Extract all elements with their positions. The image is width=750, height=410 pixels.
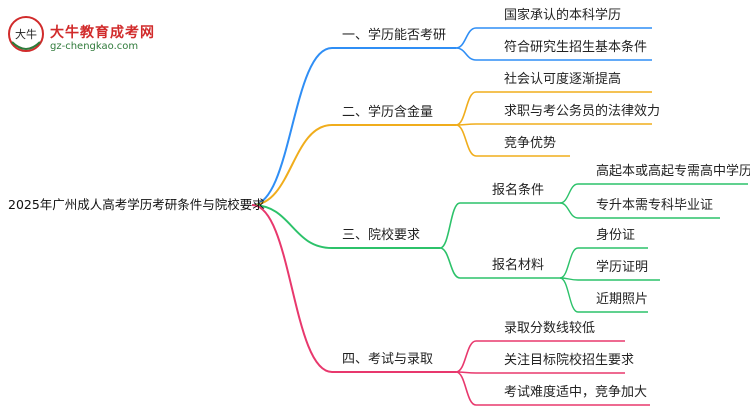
leaf-node-1-1: 国家承认的本科学历 [504, 8, 622, 23]
brand-url: gz-chengkao.com [50, 41, 139, 52]
logo-text: 大牛 [15, 27, 37, 41]
leaf-connector-3-1-1 [559, 183, 579, 204]
leaf-node-2-3: 竞争优势 [504, 136, 557, 151]
leaf-node-2-2: 求职与考公务员的法律效力 [504, 104, 661, 119]
leaf-node-4-1: 录取分数线较低 [504, 321, 596, 336]
leaf-node-3-1-2: 专升本需专科毕业证 [596, 198, 714, 213]
leaf-connector-4-3 [455, 371, 477, 406]
leaf-connector-1-2 [455, 47, 477, 61]
branch-connector-1 [251, 47, 333, 206]
sub-connector-1 [439, 202, 461, 249]
branch-node-3: 三、院校要求 [342, 228, 421, 243]
leaf-node-3-2-3: 近期照片 [596, 292, 649, 307]
leaf-node-2-1: 社会认可度逐渐提高 [504, 72, 622, 87]
logo-mark-icon: 大牛 [8, 16, 44, 52]
leaf-node-4-2: 关注目标院校招生要求 [504, 353, 635, 368]
leaf-node-4-3: 考试难度适中，竞争加大 [504, 385, 648, 400]
sub-connector-2 [439, 247, 461, 279]
leaf-connector-3-1-2 [559, 202, 579, 219]
leaf-node-3-2-1: 身份证 [596, 228, 636, 243]
leaf-node-3-1-1: 高起本或高起专需高中学历 [596, 164, 750, 179]
branch-connector-4 [251, 204, 333, 373]
leaf-connector-3-2-1 [559, 247, 579, 279]
branch-node-4: 四、考试与录取 [342, 352, 434, 367]
leaf-connector-2-1 [455, 91, 477, 126]
leaf-connector-1-1 [455, 27, 477, 49]
branch-node-1: 一、学历能否考研 [342, 28, 447, 43]
leaf-node-1-2: 符合研究生招生基本条件 [504, 40, 648, 55]
sub-node-2: 报名材料 [492, 258, 545, 273]
leaf-connector-4-1 [455, 340, 477, 373]
leaf-node-3-2-2: 学历证明 [596, 260, 649, 275]
branch-node-2: 二、学历含金量 [342, 105, 434, 120]
brand-logo: 大牛 大牛教育成考网 gz-chengkao.com [6, 12, 196, 56]
leaf-connector-3-2-3 [559, 277, 579, 313]
brand-name: 大牛教育成考网 [50, 25, 155, 41]
branch-connector-2 [251, 124, 333, 206]
root-node-label: 2025年广州成人高考学历考研条件与院校要求 [8, 197, 265, 212]
sub-node-1: 报名条件 [492, 183, 545, 198]
leaf-connector-2-3 [455, 124, 477, 157]
branch-connector-3 [251, 204, 333, 249]
